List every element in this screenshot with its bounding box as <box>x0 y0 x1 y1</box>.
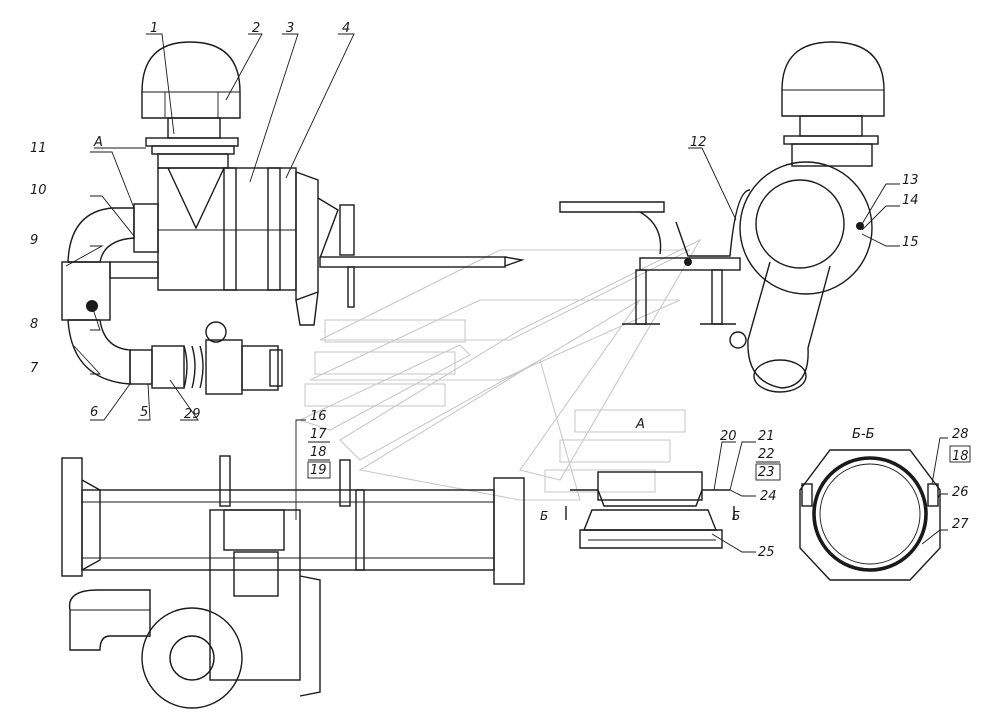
callout-25: 25 <box>758 545 775 560</box>
section-b-b-title: Б-Б <box>852 427 875 442</box>
callout-10: 10 <box>30 183 47 198</box>
section-mark-right: Б <box>732 509 740 523</box>
callout-19: 19 <box>310 463 327 478</box>
callout-16: 16 <box>310 409 327 424</box>
watermark-graphic <box>298 238 702 501</box>
callout-2: 2 <box>252 21 260 36</box>
callout-underlines <box>307 441 971 481</box>
callout-27: 27 <box>952 517 969 532</box>
callout-29: 29 <box>184 407 201 422</box>
callout-3: 3 <box>286 21 294 36</box>
section-b-b-view <box>799 449 941 581</box>
callout-14: 14 <box>902 193 919 208</box>
callout-20: 20 <box>720 429 737 444</box>
callout-13: 13 <box>902 173 919 188</box>
callout-9: 9 <box>30 233 38 248</box>
section-mark-left: Б <box>540 509 548 523</box>
view-labels: A А Б-Б Б Б <box>93 135 875 523</box>
callout-7: 7 <box>30 361 39 376</box>
callout-4: 4 <box>342 21 350 36</box>
callout-17: 17 <box>310 427 327 442</box>
callout-18-section: 18 <box>952 449 969 464</box>
callout-26: 26 <box>952 485 969 500</box>
callout-6: 6 <box>90 405 98 420</box>
detail-a-view <box>565 471 735 549</box>
end-view-air-cleaner <box>559 41 885 393</box>
callout-15: 15 <box>902 235 919 250</box>
side-view-air-cleaner <box>61 41 525 395</box>
callout-22: 22 <box>758 447 775 462</box>
callout-18: 18 <box>310 445 327 460</box>
callout-21: 21 <box>758 429 775 444</box>
callout-12: 12 <box>690 135 707 150</box>
view-a-detail-label: А <box>635 417 645 432</box>
callout-24: 24 <box>760 489 777 504</box>
leader-lines <box>65 33 948 553</box>
callout-5: 5 <box>140 405 148 420</box>
callout-11: 11 <box>30 141 47 156</box>
callout-28: 28 <box>952 427 969 442</box>
plan-view-air-cleaner <box>61 455 525 709</box>
callout-labels: 1 2 3 4 5 6 7 8 9 10 11 12 13 14 15 16 1… <box>30 21 969 560</box>
callout-23: 23 <box>758 465 775 480</box>
callout-8: 8 <box>30 317 38 332</box>
view-a-top-label: A <box>93 135 103 150</box>
callout-1: 1 <box>150 21 158 36</box>
